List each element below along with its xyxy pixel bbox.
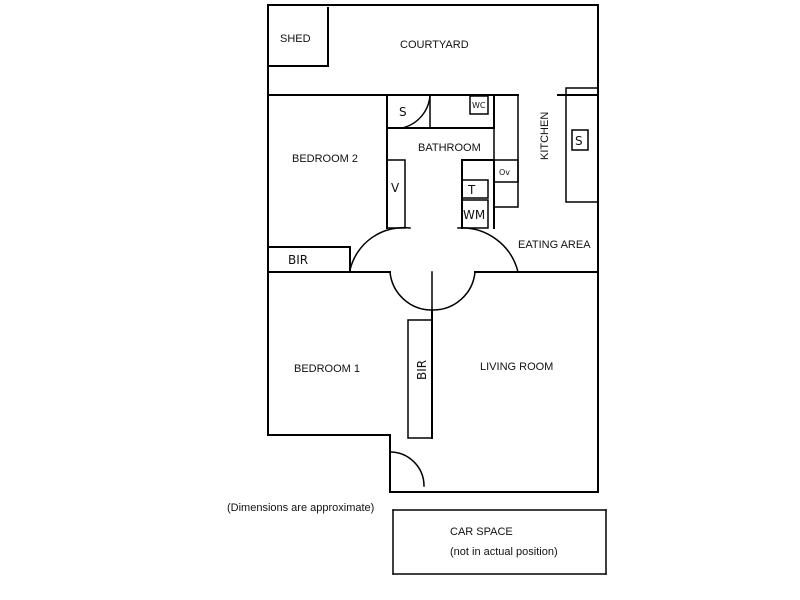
house-outline — [267, 94, 599, 493]
label-bathroom: BATHROOM — [418, 142, 481, 154]
shed-walls — [269, 7, 329, 67]
label-eating-area: EATING AREA — [518, 239, 591, 251]
label-car-space: CAR SPACE — [450, 526, 513, 538]
label-shower: S — [399, 105, 407, 119]
label-washing-machine: WM — [463, 208, 485, 222]
label-vanity: V — [391, 181, 400, 195]
entry-door — [389, 451, 425, 493]
shower — [401, 94, 431, 129]
hallway-doors — [349, 226, 519, 311]
label-bedroom1: BEDROOM 1 — [294, 363, 360, 375]
label-kitchen: KITCHEN — [539, 112, 551, 160]
label-wc: WC — [472, 101, 486, 110]
laundry-fixtures — [461, 179, 489, 229]
label-bir-bedroom2: BIR — [288, 253, 308, 267]
note-dimensions: (Dimensions are approximate) — [227, 502, 374, 514]
internal-walls — [267, 246, 599, 439]
kitchen-bench-right — [565, 87, 599, 203]
car-space-box — [392, 509, 607, 575]
label-bir-bedroom1: BIR — [415, 360, 429, 380]
label-sink: S — [575, 134, 583, 148]
label-shed: SHED — [280, 33, 311, 45]
courtyard-walls — [267, 4, 599, 96]
kitchen-bench-left — [493, 94, 519, 208]
label-tub: T — [467, 183, 476, 197]
note-car-space: (not in actual position) — [450, 546, 558, 558]
label-bedroom2: BEDROOM 2 — [292, 153, 358, 165]
wc-fixture — [469, 95, 489, 115]
label-living-room: LIVING ROOM — [480, 361, 553, 373]
label-oven: Ov — [499, 168, 510, 177]
bir-bedroom1 — [407, 319, 433, 439]
label-courtyard: COURTYARD — [400, 39, 469, 51]
